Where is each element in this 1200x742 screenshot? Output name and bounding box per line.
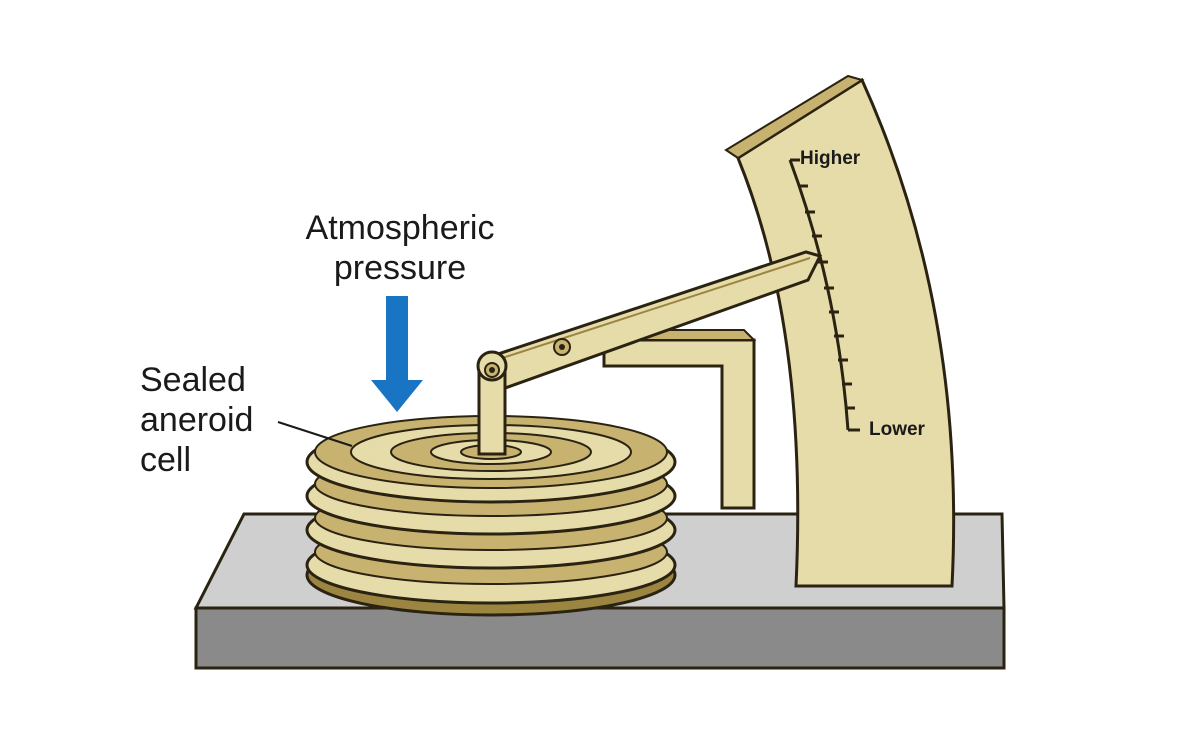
aneroid-cell-label: Sealed aneroid cell bbox=[140, 360, 253, 480]
atmospheric-label-line-1: Atmospheric bbox=[305, 209, 495, 247]
scale-ticks bbox=[790, 158, 860, 432]
pressure-scale bbox=[724, 74, 956, 588]
atmospheric-label-line-2: pressure bbox=[333, 249, 467, 287]
link-rod bbox=[476, 350, 508, 456]
aneroid-label-line-1: Sealed bbox=[140, 361, 246, 399]
scale-lower-label: Lower bbox=[869, 419, 925, 440]
scale-higher-label: Higher bbox=[800, 148, 861, 169]
aneroid-cell-stack bbox=[305, 415, 677, 617]
atmospheric-pressure-label: Atmospheric pressure bbox=[270, 208, 530, 288]
aneroid-label-line-2: aneroid bbox=[140, 401, 254, 439]
pressure-arrow bbox=[371, 296, 423, 412]
aneroid-label-line-3: cell bbox=[140, 441, 192, 479]
pointer-lever bbox=[477, 250, 823, 394]
aneroid-leader-line bbox=[277, 421, 353, 447]
